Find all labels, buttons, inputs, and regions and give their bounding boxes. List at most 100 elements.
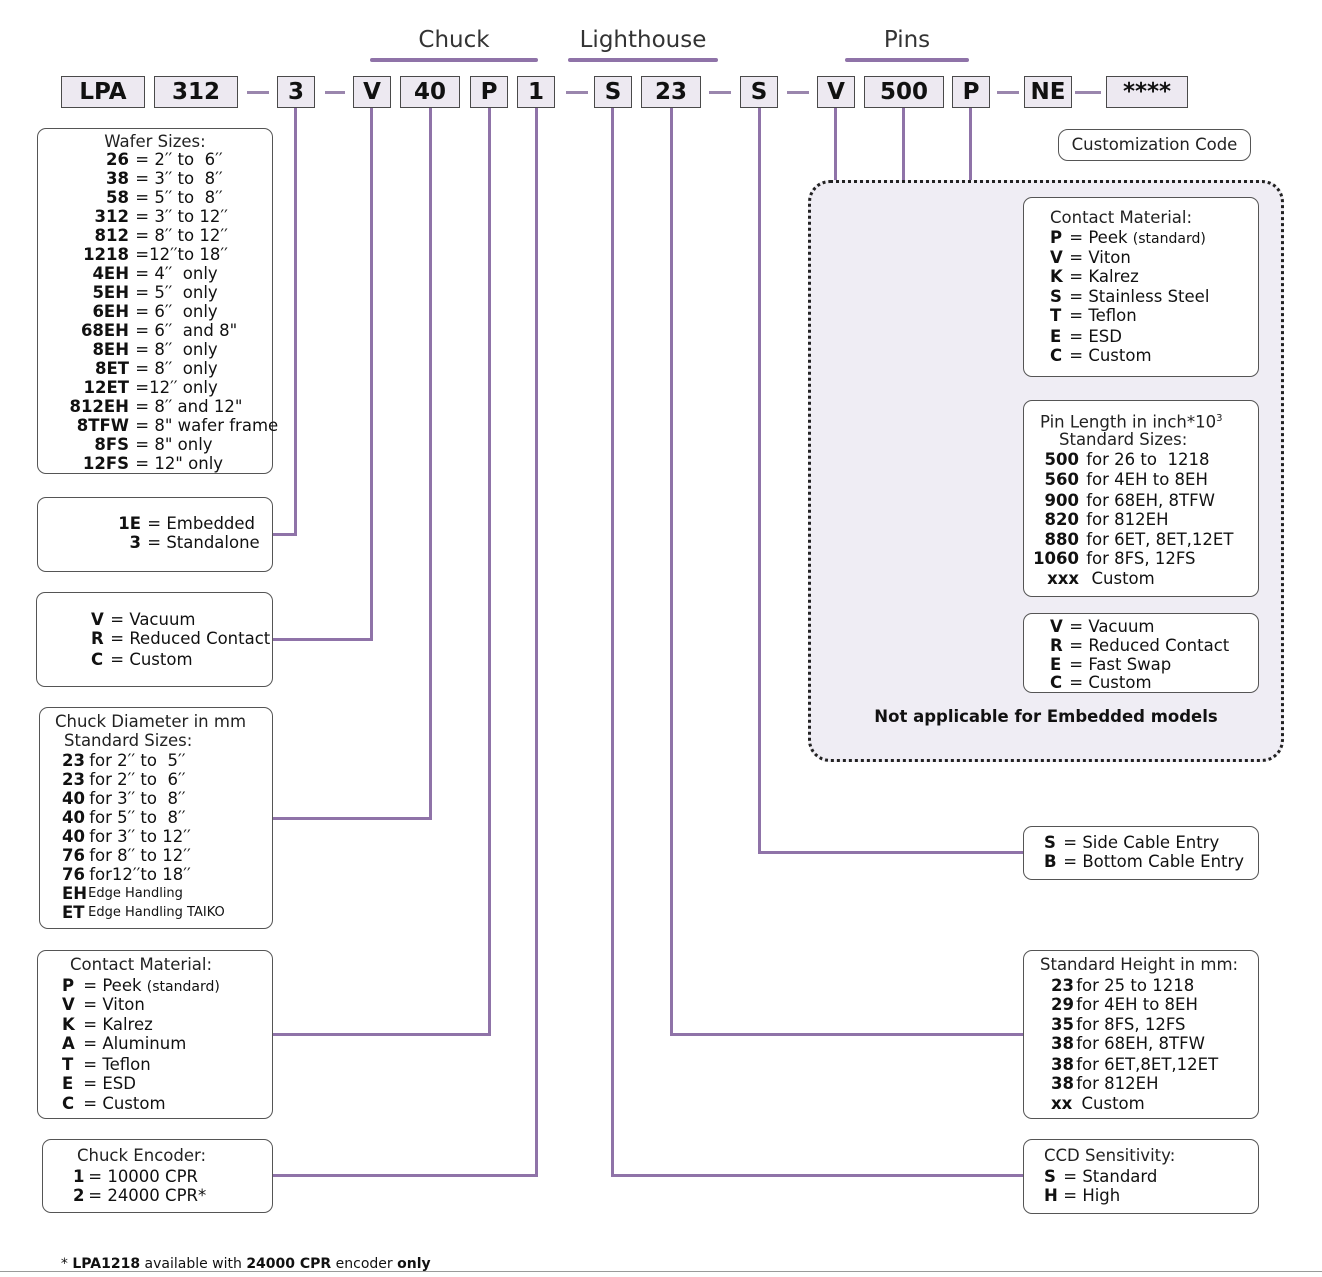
list-item: 4EH = 4′′ only bbox=[38, 264, 272, 283]
option-code: S bbox=[1050, 287, 1062, 306]
option-code: 38 bbox=[1051, 1055, 1074, 1074]
list-item: 6EH = 6′′ only bbox=[38, 302, 272, 321]
option-note: (standard) bbox=[1132, 231, 1206, 247]
list-item: 38 = 3′′ to 8′′ bbox=[38, 169, 272, 188]
connector-line bbox=[429, 108, 432, 820]
code-segment-chuck-diameter: 40 bbox=[400, 76, 460, 108]
option-code: B bbox=[1044, 852, 1057, 871]
option-desc: = Custom bbox=[1064, 673, 1152, 692]
option-desc: = Stainless Steel bbox=[1064, 287, 1210, 306]
group-bar-chuck bbox=[370, 58, 538, 62]
list-item: 12ET =12′′ only bbox=[38, 378, 272, 397]
option-code: C bbox=[1050, 346, 1063, 365]
list-item: 812EH = 8′′ and 12" bbox=[38, 397, 272, 416]
option-code: R bbox=[91, 629, 104, 648]
option-desc: for12′′to 18′′ bbox=[84, 865, 191, 884]
option-code: E bbox=[62, 1074, 74, 1093]
code-segment-wafer-size: 312 bbox=[154, 76, 238, 108]
connector-line bbox=[294, 108, 297, 536]
option-code: 12FS bbox=[82, 454, 129, 473]
option-desc: for 2′′ to 5′′ bbox=[84, 751, 186, 770]
chuck-diameter-box: Chuck Diameter in mm Standard Sizes: 23 … bbox=[39, 707, 273, 929]
pin-type-box: V = Vacuum R = Reduced Contact E = Fast … bbox=[1023, 613, 1259, 693]
group-label-chuck: Chuck bbox=[418, 27, 490, 53]
group-label-lighthouse: Lighthouse bbox=[579, 27, 707, 53]
code-segment-pin-length: 500 bbox=[864, 76, 944, 108]
code-segment-customization: **** bbox=[1106, 76, 1188, 108]
option-desc: for 8FS, 12FS bbox=[1081, 549, 1196, 568]
option-code: V bbox=[91, 610, 104, 629]
option-code: 58 bbox=[106, 188, 129, 207]
code-segment-pin-type: V bbox=[817, 76, 855, 108]
connector-line bbox=[611, 1174, 1024, 1177]
connector-line bbox=[272, 817, 432, 820]
option-desc: for 6ET,8ET,12ET bbox=[1071, 1055, 1219, 1074]
code-segment-chuck-material: P bbox=[470, 76, 508, 108]
connector-line bbox=[272, 638, 373, 641]
option-code: 880 bbox=[1044, 530, 1079, 549]
option-desc: = Peek bbox=[78, 976, 147, 995]
separator-dash bbox=[325, 91, 345, 94]
option-code: 3 bbox=[129, 533, 141, 552]
option-code: ET bbox=[62, 903, 85, 922]
option-desc: = High bbox=[1058, 1186, 1121, 1205]
box-title: Chuck Diameter in mm bbox=[55, 712, 247, 731]
box-title: Contact Material: bbox=[1050, 208, 1193, 227]
option-code: 23 bbox=[1051, 976, 1074, 995]
option-code: 1 bbox=[73, 1167, 85, 1186]
box-title: Chuck Encoder: bbox=[77, 1146, 207, 1165]
option-desc: for 3′′ to 8′′ bbox=[84, 789, 186, 808]
list-item: 8TFW = 8" wafer frame bbox=[38, 416, 278, 435]
option-desc: for 5′′ to 8′′ bbox=[84, 808, 186, 827]
option-desc: = Aluminum bbox=[78, 1034, 187, 1053]
option-code: 4EH bbox=[92, 264, 129, 283]
pin-length-title: Pin Length in inch*10 bbox=[1040, 412, 1217, 432]
ccd-sensitivity-box: CCD Sensitivity: S = Standard H = High bbox=[1023, 1139, 1259, 1214]
option-code: 38 bbox=[106, 169, 129, 188]
code-segment-height: 23 bbox=[641, 76, 701, 108]
option-desc: for 812EH bbox=[1081, 510, 1169, 529]
option-desc: = 24000 CPR* bbox=[83, 1186, 207, 1205]
option-desc: = Fast Swap bbox=[1064, 655, 1172, 674]
option-desc: = Kalrez bbox=[78, 1015, 153, 1034]
option-code: 560 bbox=[1044, 470, 1079, 489]
option-code: S bbox=[1044, 1167, 1056, 1186]
option-desc: = Teflon bbox=[78, 1055, 151, 1074]
standard-height-box: Standard Height in mm: 23 for 25 to 1218… bbox=[1023, 950, 1259, 1119]
option-desc: for 8′′ to 12′′ bbox=[84, 846, 191, 865]
option-desc: = 6′′ only bbox=[130, 302, 218, 321]
connector-line bbox=[272, 1033, 491, 1036]
option-desc: for 3′′ to 12′′ bbox=[84, 827, 191, 846]
list-item: 58 = 5′′ to 8′′ bbox=[38, 188, 272, 207]
option-code: V bbox=[1050, 248, 1063, 267]
separator-dash bbox=[709, 91, 731, 94]
option-code: xxx bbox=[1047, 569, 1079, 588]
list-item: 8ET = 8′′ only bbox=[38, 359, 272, 378]
option-code: 8FS bbox=[94, 435, 129, 454]
option-desc: = 6′′ and 8" bbox=[130, 321, 238, 340]
box-subtitle: Standard Sizes: bbox=[1059, 430, 1188, 449]
option-code: C bbox=[91, 650, 104, 669]
option-code: EH bbox=[62, 884, 88, 903]
option-desc: = Standard bbox=[1058, 1167, 1158, 1186]
list-item: 8EH = 8′′ only bbox=[38, 340, 272, 359]
box-title: CCD Sensitivity: bbox=[1044, 1146, 1176, 1165]
option-desc: = 8′′ only bbox=[130, 359, 218, 378]
option-desc: = 8" only bbox=[130, 435, 213, 454]
separator-dash bbox=[997, 91, 1019, 94]
mounting-box: 1E = Embedded 3 = Standalone bbox=[37, 497, 273, 572]
option-code: S bbox=[1044, 833, 1056, 852]
list-item: 8FS = 8" only bbox=[38, 435, 272, 454]
option-code: R bbox=[1050, 636, 1063, 655]
option-desc: for 4EH to 8EH bbox=[1081, 470, 1208, 489]
box-title: Contact Material: bbox=[70, 955, 213, 974]
option-desc: for 68EH, 8TFW bbox=[1071, 1034, 1205, 1053]
option-code: 29 bbox=[1051, 995, 1074, 1014]
option-code: 1218 bbox=[83, 245, 129, 264]
option-desc: Edge Handling bbox=[84, 886, 183, 901]
option-desc: = Vacuum bbox=[105, 610, 196, 629]
separator-dash bbox=[1075, 91, 1101, 94]
option-code: K bbox=[62, 1015, 75, 1034]
option-code: 12ET bbox=[83, 378, 130, 397]
option-code: 38 bbox=[1051, 1034, 1074, 1053]
